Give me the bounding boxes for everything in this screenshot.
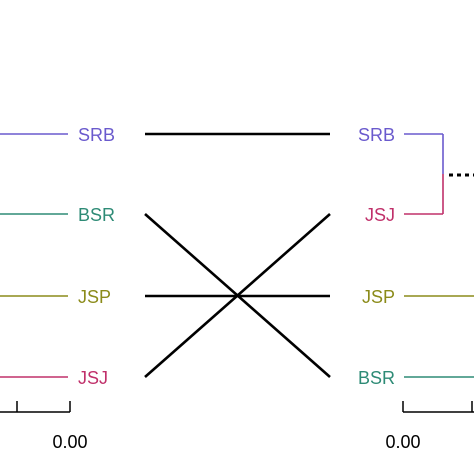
right-tip-label-srb: SRB [358, 125, 395, 145]
link-jsj [144, 213, 331, 378]
left-tree: SRB BSR JSP JSJ 0.00 [0, 125, 115, 452]
right-axis-tick-label: 0.00 [385, 432, 420, 452]
left-tip-label-srb: SRB [78, 125, 115, 145]
left-axis-tick-label: 0.00 [52, 432, 87, 452]
left-scale-axis [0, 401, 71, 413]
left-tip-label-jsj: JSJ [78, 368, 108, 388]
tanglegram-links [144, 132, 331, 378]
left-tip-label-jsp: JSP [78, 287, 111, 307]
right-tip-label-jsj: JSJ [365, 205, 395, 225]
right-tree: SRB JSJ JSP BSR 0.00 [358, 125, 474, 452]
right-scale-axis [402, 401, 474, 413]
right-tip-label-bsr: BSR [358, 368, 395, 388]
right-tip-label-jsp: JSP [362, 287, 395, 307]
left-tip-label-bsr: BSR [78, 205, 115, 225]
